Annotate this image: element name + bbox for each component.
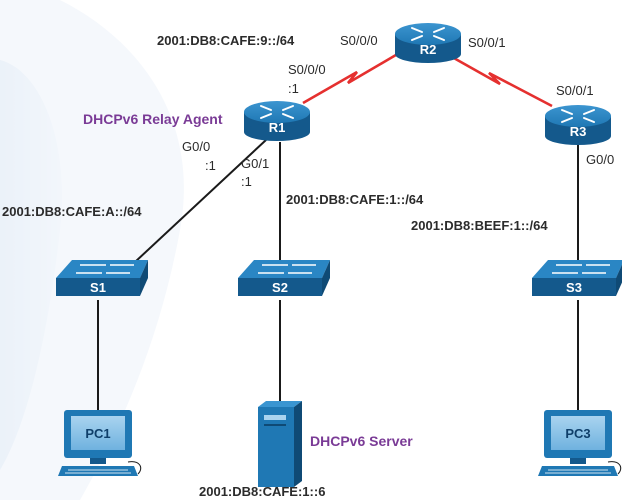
pc-icon (58, 410, 142, 476)
ethernet-link-r1-s1 (134, 139, 267, 263)
router-name: R2 (420, 42, 437, 57)
switch-s2[interactable]: S2 (238, 260, 330, 296)
switch-icon (238, 260, 330, 296)
router-icon (395, 23, 461, 63)
interface-host-r1-s000: :1 (288, 81, 299, 96)
pc-name: PC1 (85, 426, 110, 441)
pc-pc1[interactable]: PC1 (58, 410, 142, 476)
interface-label-r2-s001: S0/0/1 (468, 35, 506, 50)
router-name: R1 (269, 120, 286, 135)
pc-name: PC3 (565, 426, 590, 441)
switch-s3[interactable]: S3 (532, 260, 622, 296)
switch-s1[interactable]: S1 (56, 260, 148, 296)
router-r3[interactable]: R3 (545, 105, 611, 145)
pc-icon (538, 410, 622, 476)
role-label-relay-agent: DHCPv6 Relay Agent (83, 111, 223, 127)
interface-label-r3-g0: G0/0 (586, 152, 614, 167)
server-icon (258, 401, 302, 487)
switch-name: S2 (272, 280, 288, 295)
network-label-s1-lan: 2001:DB8:CAFE:A::/64 (2, 204, 142, 219)
background-wave (0, 0, 184, 500)
server-address-label: 2001:DB8:CAFE:1::6 (199, 484, 325, 499)
links (97, 50, 579, 412)
switch-name: S1 (90, 280, 106, 295)
network-label-s3-lan: 2001:DB8:BEEF:1::/64 (411, 218, 548, 233)
serial-link-r2-r3 (451, 55, 553, 108)
interface-label-r2-s000: S0/0/0 (340, 33, 378, 48)
switch-icon (56, 260, 148, 296)
interface-host-r1-g00: :1 (205, 158, 216, 173)
dhcpv6-server[interactable] (258, 401, 302, 487)
interface-host-r1-g01: :1 (241, 174, 252, 189)
switch-icon (532, 260, 622, 296)
role-label-dhcpv6-server: DHCPv6 Server (310, 433, 413, 449)
serial-link-r1-r2 (302, 50, 402, 105)
router-r1[interactable]: R1 (244, 101, 310, 141)
router-icon (244, 101, 310, 141)
labels: 2001:DB8:CAFE:9::/64 S0/0/0 S0/0/1 S0/0/… (2, 33, 614, 499)
router-icon (545, 105, 611, 145)
network-label-r1-r2: 2001:DB8:CAFE:9::/64 (157, 33, 295, 48)
interface-label-r3-s001: S0/0/1 (556, 83, 594, 98)
network-label-s2-lan: 2001:DB8:CAFE:1::/64 (286, 192, 424, 207)
router-name: R3 (570, 124, 587, 139)
pc-pc3[interactable]: PC3 (538, 410, 622, 476)
router-r2[interactable]: R2 (395, 23, 461, 63)
switch-name: S3 (566, 280, 582, 295)
interface-label-r1-g01: G0/1 (241, 156, 269, 171)
interface-label-r1-g00: G0/0 (182, 139, 210, 154)
interface-label-r1-s000: S0/0/0 (288, 62, 326, 77)
